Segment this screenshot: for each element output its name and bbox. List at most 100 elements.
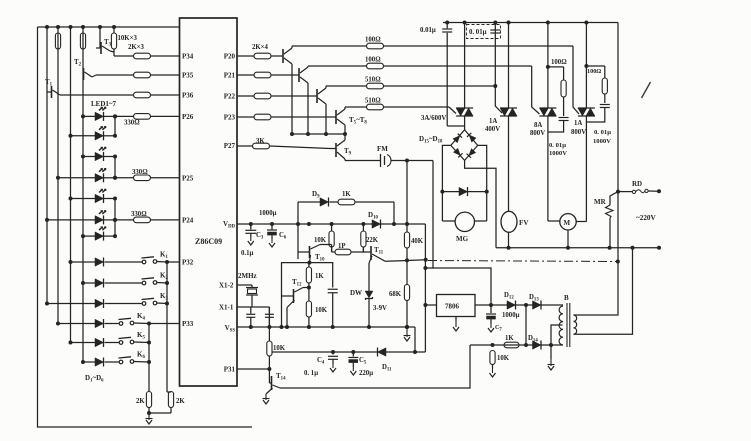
svg-text:100Ω: 100Ω (365, 57, 381, 64)
svg-text:68K: 68K (389, 291, 402, 298)
svg-text:K1​: K1​ (160, 251, 168, 261)
svg-text:10K: 10K (273, 345, 286, 352)
svg-text:P32: P32 (182, 259, 194, 267)
svg-text:1000V: 1000V (549, 150, 567, 157)
svg-text:P20: P20 (224, 53, 236, 61)
svg-text:T11​: T11​ (374, 246, 384, 256)
svg-text:P26: P26 (182, 113, 194, 121)
svg-text:40K: 40K (411, 238, 424, 245)
svg-text:0.01μ: 0.01μ (420, 27, 436, 34)
svg-text:1000V: 1000V (593, 138, 611, 145)
svg-text:T1​: T1​ (45, 78, 53, 88)
svg-text:D11​: D11​ (382, 364, 392, 373)
svg-text:T12​: T12​ (292, 278, 302, 288)
svg-text:P27: P27 (224, 142, 236, 150)
svg-text:P21: P21 (224, 72, 236, 80)
svg-text:330Ω: 330Ω (131, 211, 147, 218)
svg-text:22K: 22K (366, 237, 379, 244)
svg-text:D14​: D14​ (528, 335, 538, 344)
svg-text:1K: 1K (315, 273, 324, 280)
svg-text:800V: 800V (530, 130, 545, 137)
svg-text:P31: P31 (224, 366, 236, 374)
svg-text:DW: DW (350, 289, 362, 297)
svg-text:7806: 7806 (445, 303, 460, 311)
svg-text:MG: MG (456, 235, 469, 243)
svg-text:P23: P23 (224, 114, 236, 122)
svg-text:1000μ: 1000μ (502, 312, 520, 319)
svg-text:P33: P33 (182, 320, 194, 328)
svg-text:X1-1: X1-1 (219, 304, 234, 312)
svg-text:2K: 2K (136, 398, 145, 405)
svg-text:P25: P25 (182, 175, 194, 183)
svg-text:M: M (564, 219, 571, 227)
svg-text:10K×3: 10K×3 (118, 35, 138, 42)
svg-text:2K×3: 2K×3 (128, 44, 145, 51)
svg-text:K6​: K6​ (137, 351, 145, 361)
svg-text:400V: 400V (485, 126, 500, 133)
svg-text:3-9V: 3-9V (373, 305, 387, 312)
svg-text:T14​: T14​ (276, 372, 286, 382)
svg-text:P24: P24 (182, 217, 194, 225)
svg-text:C4​: C4​ (317, 357, 325, 366)
svg-text:D9​: D9​ (312, 190, 320, 200)
svg-text:X1-2: X1-2 (219, 282, 234, 290)
svg-text:P34: P34 (182, 53, 194, 61)
svg-text:C5​: C5​ (359, 357, 367, 366)
svg-text:K4​: K4​ (137, 312, 145, 322)
svg-text:330Ω: 330Ω (124, 120, 140, 127)
svg-text:510Ω: 510Ω (365, 98, 381, 105)
svg-text:0. 01μ: 0. 01μ (594, 129, 611, 136)
svg-text:P35: P35 (182, 72, 194, 80)
svg-text:0. 01μ: 0. 01μ (469, 29, 487, 36)
svg-text:330Ω: 330Ω (132, 169, 148, 176)
svg-text:10K: 10K (315, 307, 328, 314)
svg-text:P36: P36 (182, 92, 194, 100)
svg-text:VDD​: VDD​ (223, 220, 236, 230)
svg-text:10K: 10K (314, 237, 327, 244)
svg-text:D1​~D6​: D1​~D6​ (85, 374, 104, 384)
svg-text:LED1~7: LED1~7 (91, 100, 117, 108)
svg-text:1A: 1A (574, 120, 582, 127)
svg-text:2K×4: 2K×4 (252, 44, 269, 51)
svg-text:D12​: D12​ (504, 292, 514, 301)
svg-text:100Ω: 100Ω (365, 37, 381, 44)
svg-text:K5​: K5​ (137, 331, 145, 341)
svg-text:1A: 1A (489, 118, 497, 125)
svg-text:510Ω: 510Ω (365, 77, 381, 84)
svg-text:T5​~T8​: T5​~T8​ (349, 116, 367, 126)
svg-text:D13​: D13​ (529, 294, 539, 303)
svg-text:1000μ: 1000μ (259, 210, 277, 217)
svg-text:C6​: C6​ (279, 232, 287, 241)
svg-text:100Ω: 100Ω (551, 59, 567, 66)
svg-text:3K: 3K (256, 138, 265, 145)
svg-text:C3​: C3​ (256, 232, 264, 241)
svg-text:T3​: T3​ (104, 38, 112, 48)
svg-text:0. 1μ: 0. 1μ (304, 370, 318, 377)
svg-text:800V: 800V (571, 129, 586, 136)
svg-text:FM: FM (377, 145, 388, 153)
svg-text:10K: 10K (497, 355, 510, 362)
svg-text:D15​~D18​: D15​~D18​ (419, 135, 443, 145)
svg-text:T10​: T10​ (315, 253, 325, 263)
svg-text:0.1μ: 0.1μ (241, 250, 253, 257)
svg-text:T9​: T9​ (344, 147, 352, 157)
svg-text:2K: 2K (176, 398, 185, 405)
svg-text:T2​: T2​ (74, 58, 82, 68)
svg-text:3A/600V: 3A/600V (421, 115, 446, 122)
svg-text:220μ: 220μ (359, 370, 373, 377)
svg-text:1P: 1P (338, 243, 346, 250)
svg-text:2MHz: 2MHz (238, 272, 257, 280)
svg-text:VSS​: VSS​ (225, 324, 236, 334)
svg-text:~220V: ~220V (636, 214, 657, 222)
svg-text:1K: 1K (505, 335, 514, 342)
svg-text:100Ω: 100Ω (587, 68, 601, 75)
svg-text:P22: P22 (224, 93, 236, 101)
svg-text:FV: FV (519, 219, 529, 227)
svg-text:C7​: C7​ (495, 325, 502, 333)
svg-text:Z86C09: Z86C09 (195, 237, 222, 246)
svg-text:D10​: D10​ (368, 211, 378, 221)
svg-text:1K: 1K (342, 191, 351, 198)
svg-text:B: B (564, 294, 569, 302)
svg-text:8A: 8A (534, 122, 542, 129)
svg-text:RD: RD (632, 180, 642, 188)
